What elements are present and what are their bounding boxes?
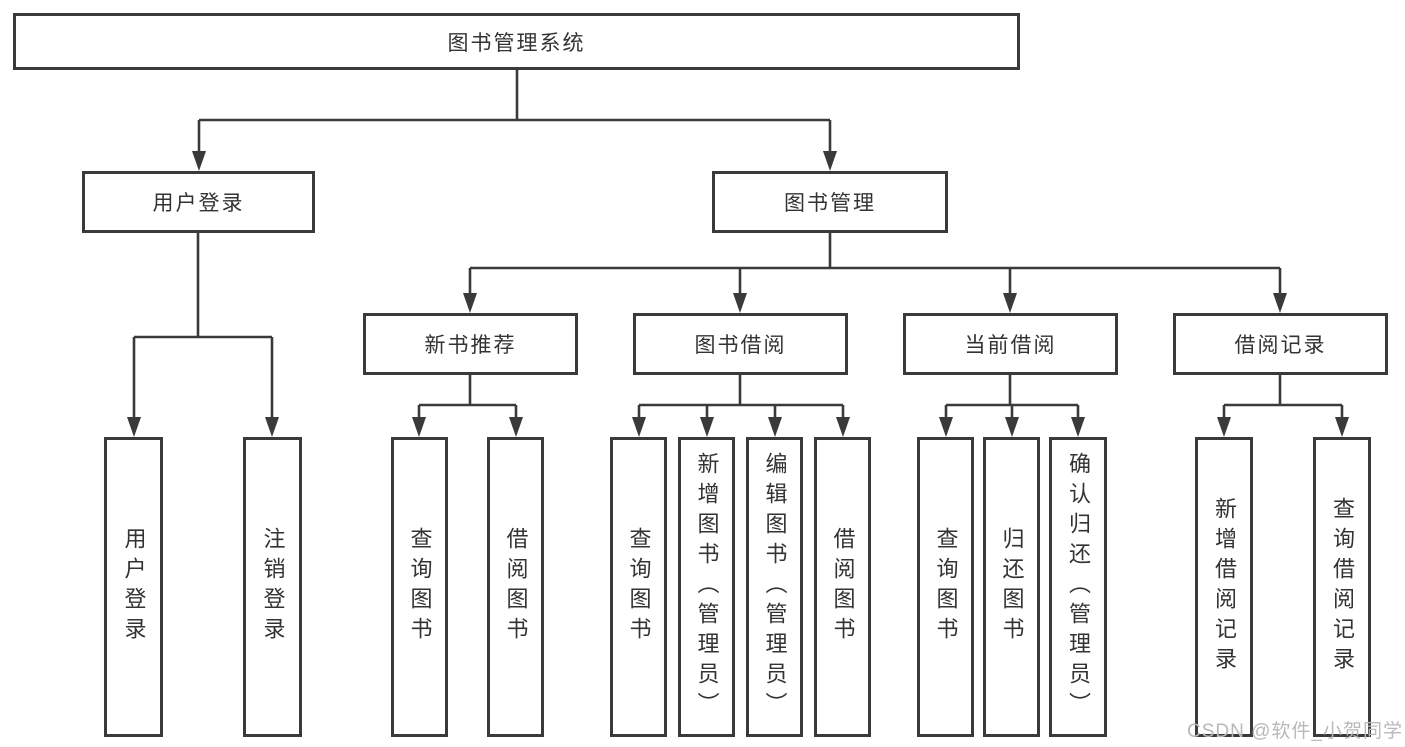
leaf-query-borrow-record: 查询借阅记录: [1313, 437, 1371, 737]
node-book-borrow: 图书借阅: [633, 313, 848, 375]
branch-new-book-recommend: [417, 375, 518, 419]
node-borrow-records: 借阅记录: [1173, 313, 1388, 375]
arrowhead: [509, 417, 523, 437]
leaf-borrow-books-recommend: 借阅图书: [487, 437, 544, 737]
arrowhead: [823, 151, 837, 171]
arrowhead: [1005, 417, 1019, 437]
arrowhead: [412, 417, 426, 437]
trunk-root: [197, 70, 832, 153]
arrowhead: [632, 417, 646, 437]
node-book-management: 图书管理: [712, 171, 948, 233]
arrowhead: [265, 417, 279, 437]
branch-book-borrow: [637, 375, 845, 419]
node-user-login: 用户登录: [82, 171, 315, 233]
branch-current-borrow: [944, 375, 1080, 419]
leaf-query-books-recommend: 查询图书: [391, 437, 448, 737]
node-current-borrow: 当前借阅: [903, 313, 1118, 375]
arrowhead: [463, 293, 477, 313]
arrowhead: [700, 417, 714, 437]
arrowhead: [1273, 293, 1287, 313]
leaf-edit-books-admin: 编辑图书（管理员）: [746, 437, 803, 737]
arrowhead: [1217, 417, 1231, 437]
arrowhead: [733, 293, 747, 313]
node-new-book-recommend: 新书推荐: [363, 313, 578, 375]
branch-user-login: [132, 233, 274, 419]
arrowhead: [836, 417, 850, 437]
arrowhead: [768, 417, 782, 437]
arrowhead: [127, 417, 141, 437]
leaf-add-books-admin: 新增图书（管理员）: [678, 437, 735, 737]
leaf-query-books-borrow: 查询图书: [610, 437, 667, 737]
node-root: 图书管理系统: [13, 13, 1020, 70]
watermark-text: CSDN @软件_小贺同学: [1187, 721, 1403, 742]
leaf-add-borrow-record: 新增借阅记录: [1195, 437, 1253, 737]
leaf-user-login: 用户登录: [104, 437, 163, 737]
leaf-confirm-return-admin: 确认归还（管理员）: [1049, 437, 1107, 737]
branch-book-management: [468, 233, 1282, 295]
arrowhead: [939, 417, 953, 437]
branch-borrow-records: [1222, 375, 1344, 419]
arrowheads: [127, 151, 1349, 437]
leaf-logout: 注销登录: [243, 437, 302, 737]
arrowhead: [1003, 293, 1017, 313]
connector-paths: [132, 70, 1344, 419]
leaf-return-books: 归还图书: [983, 437, 1040, 737]
leaf-query-books-current: 查询图书: [917, 437, 974, 737]
arrowhead: [192, 151, 206, 171]
arrowhead: [1071, 417, 1085, 437]
arrowhead: [1335, 417, 1349, 437]
leaf-borrow-books: 借阅图书: [814, 437, 871, 737]
